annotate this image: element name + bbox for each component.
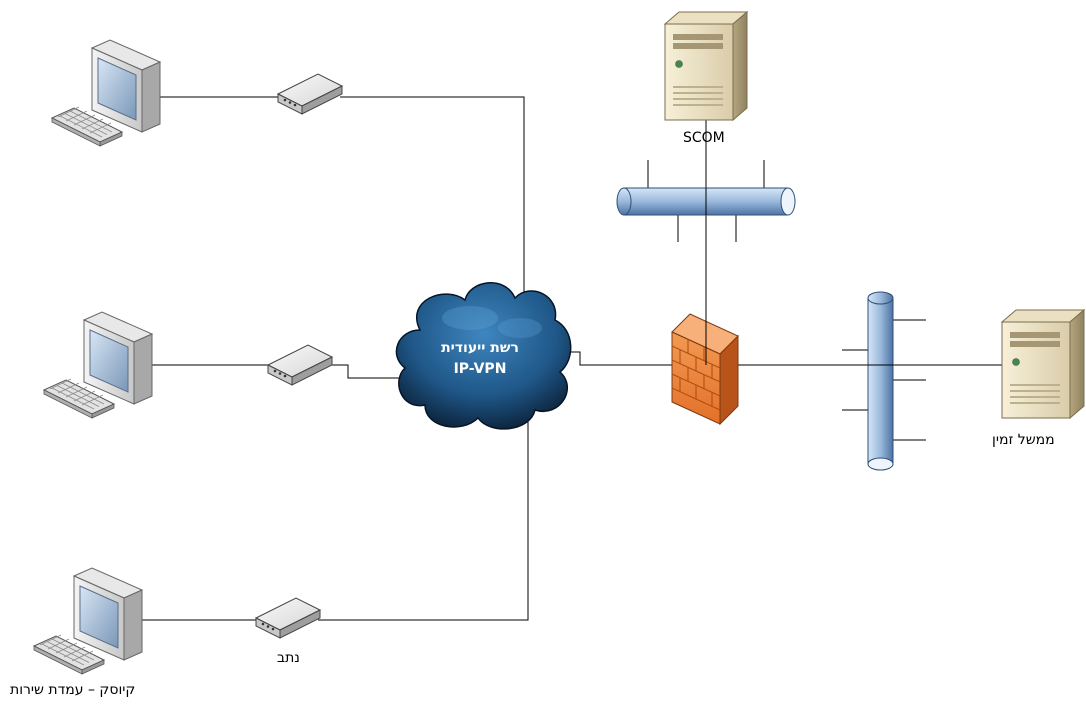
scom-label: SCOM bbox=[683, 130, 725, 146]
router-label: נתב bbox=[277, 650, 300, 666]
time-server-label: ממשל זמין bbox=[992, 432, 1055, 448]
workstation-top-icon bbox=[51, 39, 161, 147]
cloud-label-type: IP-VPN bbox=[453, 361, 507, 377]
router-bottom-icon bbox=[255, 597, 321, 639]
kiosk-workstation-icon bbox=[33, 567, 143, 675]
router-top-icon bbox=[277, 73, 343, 115]
backbone-bus-right bbox=[867, 291, 894, 471]
router-middle-icon bbox=[267, 344, 333, 386]
firewall-icon bbox=[671, 313, 739, 426]
cloud-label-name: רשת ייעודית bbox=[441, 340, 519, 356]
link-router-mid-cloud bbox=[330, 364, 400, 379]
time-server-icon bbox=[1001, 309, 1085, 419]
link-router-top-cloud bbox=[340, 96, 525, 300]
scom-server-icon bbox=[664, 11, 748, 121]
link-cloud-firewall bbox=[560, 351, 672, 366]
workstation-middle-icon bbox=[43, 311, 153, 419]
link-router-bottom-cloud bbox=[318, 420, 529, 621]
ip-vpn-cloud-icon bbox=[395, 282, 572, 430]
kiosk-label: קיוסק – עמדת שירות bbox=[10, 682, 136, 698]
